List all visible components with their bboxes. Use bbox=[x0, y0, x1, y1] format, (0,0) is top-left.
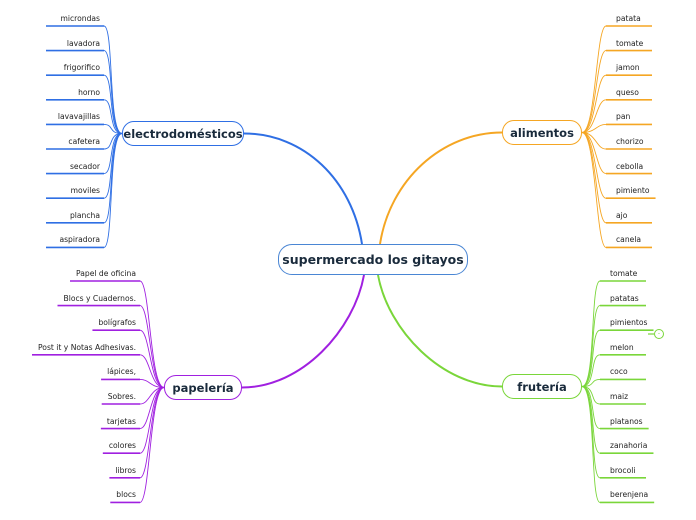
connector-fruteria bbox=[377, 274, 503, 388]
leaf-alimentos-3[interactable]: queso bbox=[616, 87, 639, 97]
leaf-link-papeleria-4 bbox=[139, 378, 165, 388]
leaf-alimentos-8[interactable]: ajo bbox=[616, 210, 628, 220]
leaf-link-fruteria-5 bbox=[581, 386, 601, 405]
leaf-papeleria-4[interactable]: lápices, bbox=[107, 367, 136, 377]
central-topic[interactable]: supermercado los gitayos bbox=[278, 244, 468, 275]
leaf-link-electro-1 bbox=[103, 50, 123, 134]
leaf-papeleria-8[interactable]: libros bbox=[115, 465, 136, 475]
leaf-electro-1[interactable]: lavadora bbox=[66, 38, 100, 48]
leaf-alimentos-2[interactable]: jamon bbox=[616, 63, 640, 73]
branch-electrodomesticos-label: electrodomésticos bbox=[123, 126, 243, 141]
leaf-link-papeleria-7 bbox=[139, 387, 165, 454]
leaf-link-fruteria-3 bbox=[581, 354, 601, 387]
connector-papeleria bbox=[241, 274, 365, 389]
leaf-link-fruteria-9 bbox=[581, 386, 601, 503]
leaf-alimentos-9[interactable]: canela bbox=[616, 235, 642, 245]
leaf-link-fruteria-2 bbox=[581, 329, 601, 387]
leaf-fruteria-7[interactable]: zanahoria bbox=[610, 441, 648, 451]
leaf-papeleria-7[interactable]: colores bbox=[108, 441, 136, 451]
leaf-fruteria-1[interactable]: patatas bbox=[610, 293, 639, 303]
leaf-electro-8[interactable]: plancha bbox=[69, 210, 100, 220]
branch-electrodomesticos[interactable]: electrodomésticos bbox=[122, 121, 244, 146]
leaf-papeleria-9[interactable]: blocs bbox=[116, 490, 136, 500]
branch-papeleria[interactable]: papelería bbox=[164, 375, 242, 400]
leaf-link-fruteria-1 bbox=[581, 305, 601, 387]
leaf-papeleria-1[interactable]: Blocs y Cuadernos. bbox=[63, 293, 137, 303]
leaf-link-papeleria-1 bbox=[139, 305, 165, 388]
leaf-electro-5[interactable]: cafetera bbox=[68, 137, 100, 146]
leaf-papeleria-6[interactable]: tarjetas bbox=[106, 416, 136, 426]
leaf-link-papeleria-9 bbox=[139, 387, 165, 503]
leaf-alimentos-6[interactable]: cebolla bbox=[616, 161, 644, 171]
leaf-link-fruteria-4 bbox=[581, 378, 601, 387]
leaf-fruteria-4[interactable]: coco bbox=[610, 367, 628, 377]
branch-alimentos[interactable]: alimentos bbox=[502, 120, 582, 145]
leaf-link-electro-4 bbox=[103, 123, 123, 134]
leaf-link-electro-0 bbox=[103, 25, 123, 134]
leaf-electro-2[interactable]: frigorifico bbox=[63, 63, 100, 73]
leaf-electro-7[interactable]: moviles bbox=[70, 186, 100, 196]
connector-alimentos bbox=[379, 131, 503, 245]
leaf-electro-3[interactable]: horno bbox=[78, 87, 100, 97]
leaf-electro-0[interactable]: microndas bbox=[60, 14, 100, 23]
leaf-electro-4[interactable]: lavavajillas bbox=[57, 112, 100, 122]
leaf-papeleria-5[interactable]: Sobres. bbox=[107, 392, 136, 401]
leaf-link-alimentos-1 bbox=[581, 50, 607, 133]
leaf-fruteria-3[interactable]: melon bbox=[610, 342, 634, 352]
leaf-fruteria-2[interactable]: pimientos bbox=[610, 318, 648, 328]
branch-alimentos-label: alimentos bbox=[510, 125, 574, 140]
leaf-link-electro-9 bbox=[103, 133, 123, 248]
leaf-link-alimentos-9 bbox=[581, 132, 607, 248]
leaf-link-alimentos-3 bbox=[581, 99, 607, 133]
connector-electro bbox=[243, 132, 363, 245]
leaf-link-fruteria-0 bbox=[581, 280, 601, 387]
leaf-alimentos-1[interactable]: tomate bbox=[616, 38, 644, 48]
leaf-link-alimentos-4 bbox=[581, 123, 607, 133]
leaf-electro-6[interactable]: secador bbox=[69, 161, 100, 171]
leaf-alimentos-7[interactable]: pimiento bbox=[616, 186, 650, 196]
leaf-alimentos-5[interactable]: chorizo bbox=[616, 137, 644, 146]
leaf-link-papeleria-2 bbox=[139, 329, 165, 388]
leaf-fruteria-6[interactable]: platanos bbox=[610, 416, 643, 426]
branch-fruteria-label: frutería bbox=[517, 379, 567, 394]
leaf-link-papeleria-0 bbox=[139, 280, 165, 388]
leaf-link-alimentos-2 bbox=[581, 74, 607, 133]
leaf-alimentos-4[interactable]: pan bbox=[616, 112, 631, 122]
leaf-papeleria-3[interactable]: Post it y Notas Adhesivas. bbox=[38, 342, 136, 352]
branch-papeleria-label: papelería bbox=[172, 380, 234, 395]
collapse-toggle-icon[interactable]: - bbox=[654, 329, 664, 339]
leaf-papeleria-2[interactable]: bolígrafos bbox=[98, 318, 136, 328]
leaf-electro-9[interactable]: aspiradora bbox=[59, 235, 100, 245]
leaf-link-alimentos-0 bbox=[581, 25, 607, 133]
central-topic-label: supermercado los gitayos bbox=[282, 252, 464, 267]
leaf-fruteria-0[interactable]: tomate bbox=[610, 269, 638, 278]
leaf-link-papeleria-3 bbox=[139, 354, 165, 388]
leaf-fruteria-9[interactable]: berenjena bbox=[610, 490, 649, 500]
leaf-link-alimentos-7 bbox=[581, 132, 607, 199]
leaf-fruteria-5[interactable]: maiz bbox=[610, 392, 629, 401]
leaf-link-electro-3 bbox=[103, 99, 123, 134]
leaf-link-electro-2 bbox=[103, 74, 123, 134]
leaf-fruteria-8[interactable]: brocoli bbox=[610, 465, 636, 475]
leaf-papeleria-0[interactable]: Papel de oficina bbox=[76, 269, 136, 278]
branch-fruteria[interactable]: frutería bbox=[502, 374, 582, 399]
leaf-alimentos-0[interactable]: patata bbox=[616, 14, 641, 23]
